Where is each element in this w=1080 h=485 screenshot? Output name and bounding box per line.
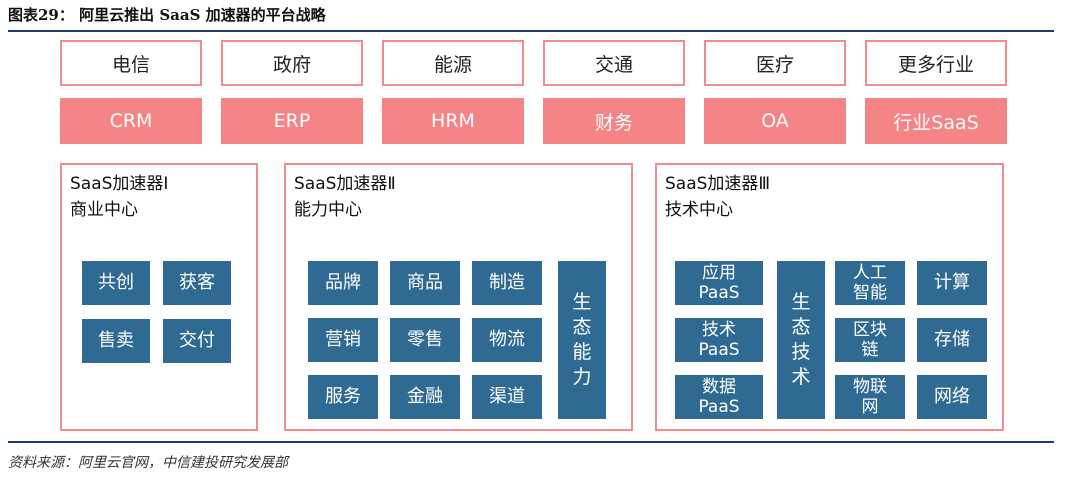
item-deliver: 交付 [163,319,231,363]
vertical-char: 技 [791,341,811,363]
industry-row: 电信 政府 能源 交通 医疗 更多行业 [60,40,1007,86]
item-acquire: 获客 [163,261,231,305]
bottom-rule [8,441,1054,443]
figure-title: 图表29： 阿里云推出 SaaS 加速器的平台战略 [8,6,326,24]
item-manufacture: 制造 [472,261,542,305]
app-hrm: HRM [382,98,524,144]
panel-business-center: SaaS加速器Ⅰ 商业中心 共创 获客 售卖 交付 [60,163,258,431]
item-network: 网络 [917,375,987,419]
item-ai: 人工 智能 [835,261,905,305]
item-logistics: 物流 [472,318,542,362]
industry-government: 政府 [221,40,363,86]
box-line: 物联 [853,377,887,397]
source-note: 资料来源：阿里云官网，中信建投研究发展部 [8,455,288,471]
panel-capability-center: SaaS加速器Ⅱ 能力中心 品牌 商品 制造 营销 零售 物流 服务 金融 渠道… [284,163,633,431]
vertical-char: 力 [572,366,592,388]
industry-telecom: 电信 [60,40,202,86]
panel-title-line1: SaaS加速器Ⅰ [70,174,169,194]
industry-energy: 能源 [382,40,524,86]
item-retail: 零售 [390,318,460,362]
data-paas: 数据 PaaS [675,375,763,419]
vertical-char: 术 [791,366,811,388]
item-marketing: 营销 [308,318,378,362]
app-crm: CRM [60,98,202,144]
app-erp: ERP [221,98,363,144]
ecosystem-technology: 生 态 技 术 [777,261,825,419]
item-channel: 渠道 [472,375,542,419]
ecosystem-capability: 生 态 能 力 [558,261,606,419]
item-iot: 物联 网 [835,375,905,419]
panel-title-line1: SaaS加速器Ⅲ [665,174,771,194]
box-line: PaaS [698,283,740,303]
industry-medical: 医疗 [704,40,846,86]
tech-paas: 技术 PaaS [675,318,763,362]
app-paas: 应用 PaaS [675,261,763,305]
item-cocreate: 共创 [82,261,150,305]
panel-title-line1: SaaS加速器Ⅱ [294,174,396,194]
panel-title: SaaS加速器Ⅱ 能力中心 [294,171,396,223]
panel-title-line2: 技术中心 [665,200,733,220]
vertical-char: 态 [572,316,592,338]
box-line: 智能 [853,283,887,303]
item-finance: 金融 [390,375,460,419]
panel-title: SaaS加速器Ⅲ 技术中心 [665,171,770,223]
item-service: 服务 [308,375,378,419]
app-oa: OA [704,98,846,144]
item-blockchain: 区块 链 [835,318,905,362]
app-finance: 财务 [543,98,685,144]
box-line: 技术 [702,320,736,340]
box-line: PaaS [698,397,740,417]
vertical-char: 态 [791,316,811,338]
box-line: 应用 [702,263,736,283]
top-rule [8,30,1054,32]
panel-title: SaaS加速器Ⅰ 商业中心 [70,171,168,223]
vertical-char: 生 [572,291,592,313]
item-storage: 存储 [917,318,987,362]
panel-technology-center: SaaS加速器Ⅲ 技术中心 应用 PaaS 技术 PaaS 数据 PaaS 生 … [655,163,1004,431]
app-industry-saas: 行业SaaS [865,98,1007,144]
box-line: 人工 [853,263,887,283]
item-brand: 品牌 [308,261,378,305]
application-row: CRM ERP HRM 财务 OA 行业SaaS [60,98,1007,144]
box-line: PaaS [698,340,740,360]
panel-title-line2: 商业中心 [70,200,138,220]
item-sell: 售卖 [82,319,150,363]
item-compute: 计算 [917,261,987,305]
item-goods: 商品 [390,261,460,305]
panel-title-line2: 能力中心 [294,200,362,220]
box-line: 网 [861,397,879,417]
vertical-char: 生 [791,291,811,313]
box-line: 链 [861,340,879,360]
box-line: 区块 [853,320,887,340]
industry-transport: 交通 [543,40,685,86]
industry-more: 更多行业 [865,40,1007,86]
box-line: 数据 [702,377,736,397]
vertical-char: 能 [572,341,592,363]
